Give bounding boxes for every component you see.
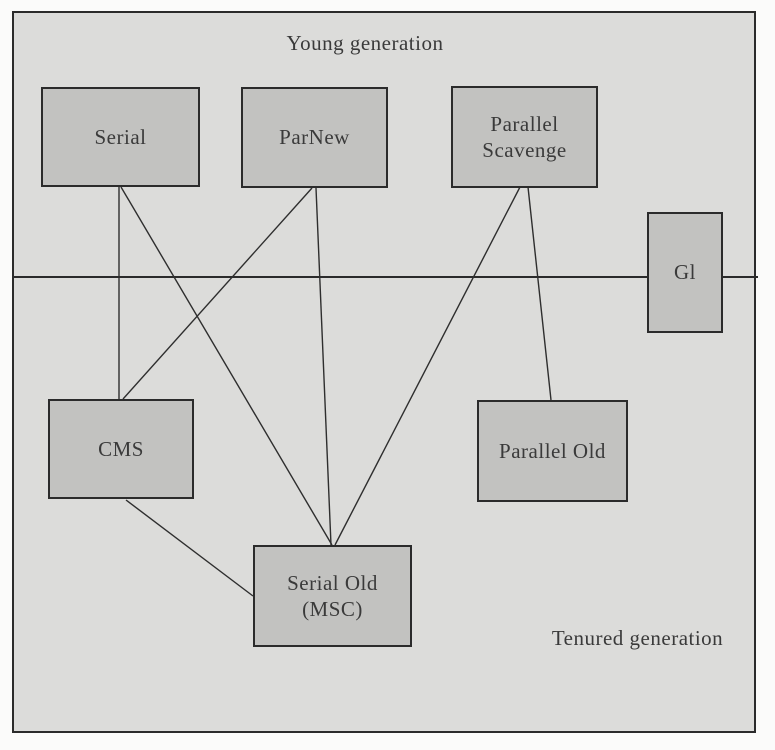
node-g1: Gl [647, 212, 723, 333]
edge-parnew-cms [122, 187, 313, 400]
node-parallel-old-label: Parallel Old [499, 438, 606, 463]
edge-parnew-serial-old [315, 187, 332, 546]
node-serial-old: Serial Old (MSC) [253, 545, 412, 647]
node-parallel-scavenge: Parallel Scavenge [451, 86, 598, 188]
edge-serial-serial-old [120, 186, 333, 546]
young-generation-label: Young generation [286, 31, 444, 55]
node-parallel-old: Parallel Old [477, 400, 628, 502]
node-parallel-scavenge-label-line1: Parallel [490, 111, 559, 136]
node-serial: Serial [41, 87, 200, 187]
node-cms: CMS [48, 399, 194, 499]
node-cms-label: CMS [98, 436, 144, 461]
edge-parallel-scavenge-parallel-old [527, 186, 552, 401]
node-serial-label: Serial [94, 124, 147, 149]
node-g1-label: Gl [674, 260, 696, 285]
node-serial-old-label-line1: Serial Old [287, 570, 378, 595]
node-parnew: ParNew [241, 87, 388, 188]
node-parallel-scavenge-label-line2: Scavenge [482, 138, 567, 162]
edge-cms-serial-old [125, 499, 254, 597]
edge-parallel-scavenge-serial-old [334, 186, 521, 546]
tenured-generation-label: Tenured generation [551, 626, 724, 650]
node-parnew-label: ParNew [279, 125, 350, 150]
node-serial-old-label-line2: (MSC) [302, 597, 363, 621]
